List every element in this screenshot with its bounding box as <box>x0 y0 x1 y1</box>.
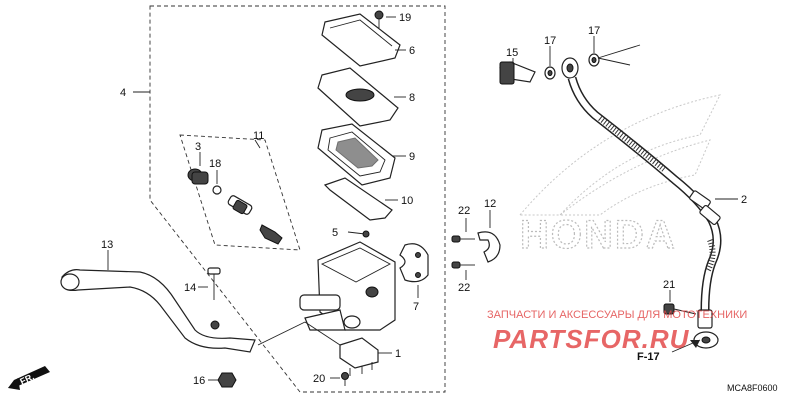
callout-17-left: 17 <box>544 35 556 47</box>
part-17-washer-right <box>588 53 600 67</box>
callout-2: 2 <box>741 194 747 206</box>
f17-label: F-17 <box>637 351 660 363</box>
callout-5: 5 <box>332 227 338 239</box>
part-3-boot <box>187 168 209 185</box>
group-outline-11 <box>179 134 301 251</box>
group-outline-4 <box>149 5 446 393</box>
callout-22-lower: 22 <box>458 282 470 294</box>
brake-hose-banjo-fitting <box>561 57 579 79</box>
callout-19: 19 <box>399 12 411 24</box>
diagram-code: MCA8F0600 <box>727 383 778 393</box>
part-7-clamp <box>399 243 429 283</box>
f17-reference: F-17 <box>637 339 701 363</box>
part-22-screw-lower <box>451 261 475 269</box>
callout-4: 4 <box>120 87 126 99</box>
callout-15: 15 <box>506 47 518 59</box>
callout-12: 12 <box>484 198 496 210</box>
part-8-plate <box>317 67 399 127</box>
shop-watermark-caption: ЗАПЧАСТИ И АКСЕССУАРЫ ДЛЯ МОТОТЕХНИКИ <box>487 309 747 321</box>
callout-7: 7 <box>413 301 419 313</box>
part-9-diaphragm <box>317 123 396 186</box>
part-2-brake-hose <box>567 76 722 349</box>
part-18-circlip <box>212 185 222 195</box>
part-16-nut <box>217 372 237 388</box>
part-13-brake-lever <box>60 269 256 353</box>
part-19-screw <box>374 10 396 28</box>
callout-10: 10 <box>401 195 413 207</box>
honda-wing-watermark: HONDA <box>518 94 721 258</box>
piston-assembly <box>227 195 283 245</box>
callout-1: 1 <box>395 348 401 360</box>
part-10-protector <box>323 177 393 221</box>
part-17-washer-left <box>544 66 556 80</box>
callout-18: 18 <box>209 158 221 170</box>
callout-21: 21 <box>663 279 675 291</box>
callout-20: 20 <box>313 373 325 385</box>
part-20-screw <box>341 372 349 386</box>
callout-13: 13 <box>101 239 113 251</box>
part-12-holder <box>477 231 501 263</box>
callout-9: 9 <box>409 151 415 163</box>
part-21-bolt <box>663 303 697 315</box>
callout-3: 3 <box>195 141 201 153</box>
callout-8: 8 <box>409 92 415 104</box>
honda-watermark-text: HONDA <box>520 213 677 257</box>
fr-direction-arrow: FR. <box>8 366 50 390</box>
shop-watermark-site: PARTSFOR.RU <box>493 324 690 354</box>
part-1-brake-switch <box>339 337 379 376</box>
callout-14: 14 <box>184 282 196 294</box>
part-6-reservoir-cap <box>321 13 401 67</box>
part-14-pivot-bolt <box>207 267 221 300</box>
master-cylinder-body <box>299 241 396 331</box>
callout-22-upper: 22 <box>458 205 470 217</box>
part-22-screw-upper <box>451 235 475 243</box>
callout-17-right: 17 <box>588 25 600 37</box>
part-15-banjo-bolt <box>499 61 536 85</box>
callout-16: 16 <box>193 375 205 387</box>
part-5-screw <box>347 230 370 238</box>
callout-6: 6 <box>409 45 415 57</box>
callout-11: 11 <box>253 130 264 142</box>
